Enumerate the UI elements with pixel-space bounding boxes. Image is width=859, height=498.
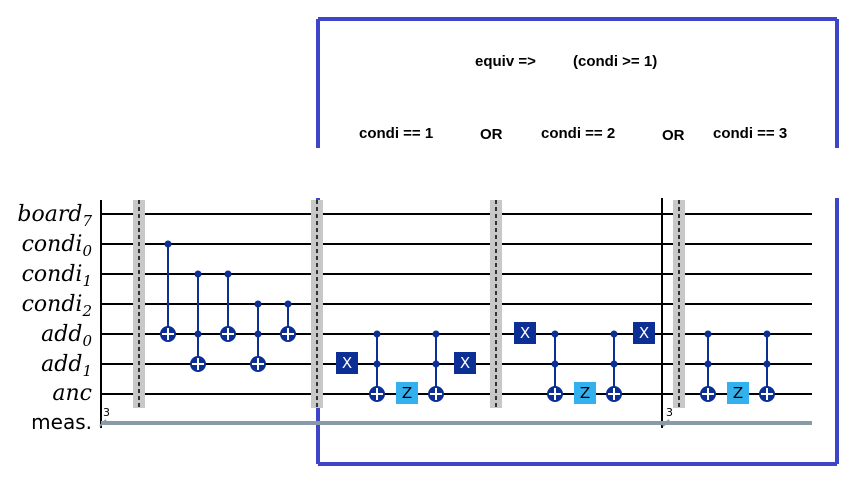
target-plus <box>608 388 620 400</box>
toffoli-2 <box>428 330 444 402</box>
control-dot <box>224 270 232 278</box>
target-plus <box>761 388 773 400</box>
toffoli-4 <box>606 330 622 402</box>
gate-label: Z <box>580 384 590 402</box>
annotation-condition: (condi >= 1) <box>573 53 657 70</box>
gate-box <box>514 322 536 344</box>
cnot-condi1-add1 <box>190 270 206 372</box>
barrier-4-band <box>673 200 685 408</box>
control-dot <box>610 360 618 368</box>
wire-label-meas: meas. <box>31 410 92 434</box>
target-plus <box>282 328 294 340</box>
x-gate-add0-b: X <box>633 322 655 344</box>
control-dot <box>432 360 440 368</box>
target-plus <box>192 358 204 370</box>
z-gate-anc-1: Z <box>396 382 418 404</box>
x-gate-add1-b: X <box>454 352 476 374</box>
z-gate-anc-3: Z <box>727 382 749 404</box>
barrier-3 <box>490 200 502 408</box>
gate-box <box>633 322 655 344</box>
target-plus <box>702 388 714 400</box>
control-dot <box>551 330 559 338</box>
gate-label: X <box>460 354 470 372</box>
control-dot <box>194 330 202 338</box>
cnot-condi0-add0 <box>160 240 176 342</box>
classical-wire-slash-2 <box>662 419 670 427</box>
gate-box <box>727 382 749 404</box>
control-dot <box>373 330 381 338</box>
wire-label-add0: add0 <box>41 322 92 350</box>
control-dot <box>284 300 292 308</box>
toffoli-6 <box>759 330 775 402</box>
target-plus <box>162 328 174 340</box>
gate-box <box>574 382 596 404</box>
gates-section-2: X Z X <box>336 330 476 404</box>
annotation-equiv: equiv => <box>475 53 536 70</box>
gate-box <box>336 352 358 374</box>
annotation-case1: condi == 1 <box>359 125 433 142</box>
gate-label: X <box>520 324 530 342</box>
wire-labels: board7 condi0 condi1 condi2 add0 add1 an… <box>17 202 92 434</box>
target-plus <box>371 388 383 400</box>
control-dot <box>254 330 262 338</box>
target-plus <box>222 328 234 340</box>
annotation-case3: condi == 3 <box>713 125 787 142</box>
control-dot <box>763 330 771 338</box>
barrier-2-band <box>311 200 323 408</box>
gate-label: X <box>639 324 649 342</box>
wire-label-condi0: condi0 <box>22 232 93 260</box>
target-plus <box>430 388 442 400</box>
cnot-condi2-add1 <box>250 300 266 372</box>
control-dot <box>254 300 262 308</box>
target-plus <box>252 358 264 370</box>
toffoli-5 <box>700 330 716 402</box>
barrier-4 <box>673 200 685 408</box>
barrier-1 <box>133 200 145 408</box>
control-dot <box>763 360 771 368</box>
gates-section-1 <box>160 240 296 372</box>
barrier-1-band <box>133 200 145 408</box>
annotation-case2: condi == 2 <box>541 125 615 142</box>
annotation-or1: OR <box>480 126 503 143</box>
x-gate-add0-a: X <box>514 322 536 344</box>
gate-label: Z <box>402 384 412 402</box>
toffoli-3 <box>547 330 563 402</box>
quantum-wires <box>100 198 812 428</box>
target-plus <box>549 388 561 400</box>
classical-wire-slash-1 <box>99 419 107 427</box>
control-dot <box>373 360 381 368</box>
wire-label-add1: add1 <box>41 352 92 380</box>
gate-box <box>454 352 476 374</box>
classical-bits-count-2: 3 <box>666 406 673 419</box>
x-gate-add1-a: X <box>336 352 358 374</box>
wire-label-board7: board7 <box>17 202 92 230</box>
barriers <box>133 200 685 408</box>
control-dot <box>164 240 172 248</box>
wire-label-anc: anc <box>52 381 92 406</box>
wire-label-condi2: condi2 <box>22 292 92 320</box>
classical-wire: 3 3 <box>99 406 812 427</box>
control-dot <box>704 360 712 368</box>
z-gate-anc-2: Z <box>574 382 596 404</box>
gates-section-4: Z <box>700 330 775 404</box>
gate-label: Z <box>733 384 743 402</box>
control-dot <box>432 330 440 338</box>
annotation-or2: OR <box>662 127 685 144</box>
control-dot <box>551 360 559 368</box>
control-dot <box>610 330 618 338</box>
gate-label: X <box>342 354 352 372</box>
classical-bits-count-1: 3 <box>103 406 110 419</box>
barrier-2 <box>311 200 323 408</box>
barrier-3-band <box>490 200 502 408</box>
control-dot <box>704 330 712 338</box>
cnot-condi1-add0 <box>220 270 236 342</box>
cnot-condi2-add0 <box>280 300 296 342</box>
control-dot <box>194 270 202 278</box>
wire-label-condi1: condi1 <box>22 262 92 290</box>
toffoli-1 <box>369 330 385 402</box>
gate-box <box>396 382 418 404</box>
gates-section-3: X Z X <box>514 322 655 404</box>
